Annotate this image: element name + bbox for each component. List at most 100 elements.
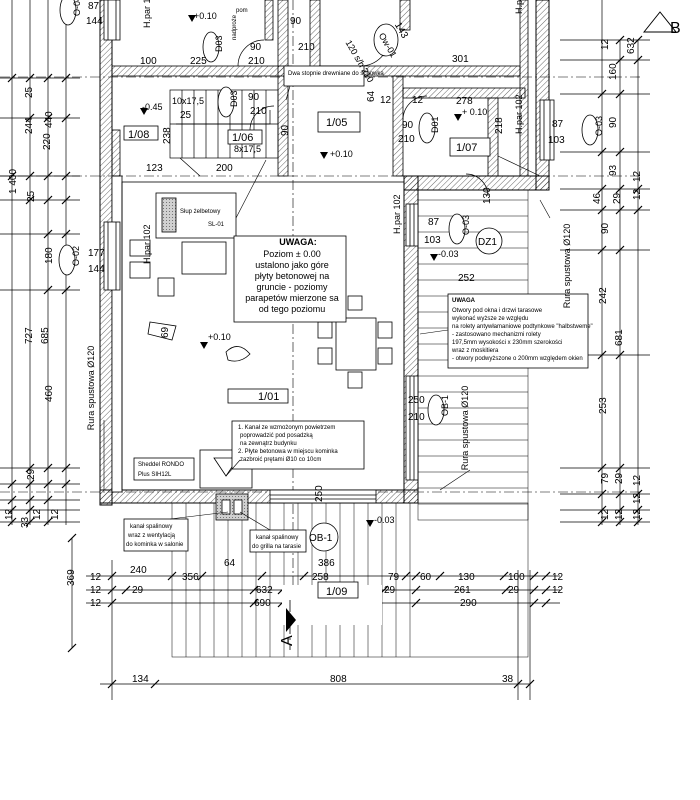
dim-130-b: 130: [458, 572, 475, 583]
note-chimney-line-1: 1. Kanał ze wzmożonym powietrzem: [238, 425, 335, 431]
dim-left-12-a: 12: [4, 508, 15, 520]
dim-87-c: 87: [428, 217, 440, 228]
opening-o03-terrace: O-03: [461, 215, 471, 235]
dim-left-12-c: 12: [50, 508, 61, 520]
opening-d03-lower: D03: [229, 90, 239, 107]
dim-808: 808: [330, 674, 347, 685]
dim-250-b: 250: [314, 485, 325, 502]
note-chimney-line-4: 2. Płyte betonowa w miejscu kominka: [238, 449, 338, 455]
room-label-1-05: 1/05: [326, 117, 347, 129]
dim-100: 100: [140, 56, 157, 67]
level-markers: [140, 15, 462, 527]
note-flue-1-line-2: wraz z wentylacją: [127, 533, 176, 539]
level-stair: -0.45: [142, 102, 163, 112]
level-terrace-bottom: -0.03: [374, 515, 395, 525]
opening-ob1-right: OB-1: [440, 395, 450, 416]
dim-12-c: 12: [90, 572, 102, 583]
note-flue-2-line-1: kanał spalinowy: [256, 535, 298, 541]
note-column-2: SL-01: [208, 222, 225, 228]
opening-d01: D01: [430, 116, 440, 133]
dim-301: 301: [452, 54, 469, 65]
dim-left-727: 727: [24, 327, 35, 344]
dim-177: 177: [88, 248, 105, 259]
dim-8x17: 8x17,5: [234, 144, 261, 154]
pipe-right-top: Rura spustowa Ø120: [562, 224, 572, 309]
note-column-1: Słup żelbetowy: [180, 209, 220, 215]
note-flue-1-line-3: do kominka w salonie: [126, 542, 184, 548]
dim-29-b: 29: [384, 585, 396, 596]
dim-38: 38: [502, 674, 514, 685]
dim-left-25-c: 25: [26, 190, 37, 202]
right-dimension-lines: [560, 0, 650, 525]
windows: [103, 0, 555, 504]
note-boxes: [123, 65, 589, 599]
dim-250-a: 250: [408, 395, 425, 406]
room-label-1-01: 1/01: [258, 391, 279, 403]
dim-left-244: 244: [24, 117, 35, 134]
furniture: [129, 239, 393, 389]
dim-right-12-f: 12: [632, 170, 643, 182]
dim-90-b: 90: [290, 16, 302, 27]
opening-ob1-bottom: OB-1: [309, 533, 333, 544]
dim-left-460: 460: [44, 385, 55, 402]
dim-12-d: 12: [552, 572, 564, 583]
level-living: +0.10: [208, 332, 231, 342]
dim-10x17: 10x17,5: [172, 96, 204, 106]
dim-87-top: 87: [88, 1, 100, 12]
dim-right-93: 93: [608, 164, 619, 176]
dim-left-1400: 1 400: [8, 169, 19, 194]
column-hatch: [161, 197, 177, 233]
note-uwaga-line-1: Poziom ± 0.00: [263, 249, 320, 259]
dim-210-b: 210: [298, 42, 315, 53]
pipe-right-bottom: Rura spustowa Ø120: [460, 386, 470, 471]
dim-79: 79: [388, 572, 400, 583]
dim-632-b: 632: [256, 585, 273, 596]
dim-144-b: 144: [88, 264, 105, 275]
height-par-left: H.par 102: [142, 224, 152, 264]
opening-markers: [58, 0, 599, 552]
dim-12-a: 12: [380, 95, 392, 106]
note-chimney-line-3: na zewnątrz budynku: [240, 441, 297, 447]
dim-90-a: 90: [250, 42, 262, 53]
note-window-line-5: 197,5mm wysokości x 230mm szerokości: [452, 340, 562, 346]
dim-left-685: 685: [40, 327, 51, 344]
dim-right-79: 79: [600, 472, 611, 484]
note-window-line-6: wraz z moskitiera: [451, 348, 499, 354]
dim-278: 278: [456, 96, 473, 107]
dim-right-12-c: 12: [632, 508, 643, 520]
opening-o03-right: O-03: [594, 116, 604, 136]
room-label-1-09: 1/09: [326, 586, 347, 598]
dim-103-a: 103: [548, 135, 565, 146]
level-hall: +0.10: [330, 149, 353, 159]
note-uwaga-line-3: płyty betonowej na: [255, 271, 330, 281]
note-flue-1-line-1: kanał spalinowy: [130, 524, 172, 530]
dim-right-253: 253: [598, 397, 609, 414]
dim-left-440: 440: [44, 111, 55, 128]
section-arrow-b: [642, 11, 678, 33]
dim-90-c: 90: [248, 92, 260, 103]
dim-144-top: 144: [86, 16, 103, 27]
dim-210-e: 210: [408, 412, 425, 423]
height-par-mid: H.par 102: [392, 194, 402, 234]
dim-left-180: 180: [44, 247, 55, 264]
note-chimney-line-2: poprowadzić pod posadzką: [240, 433, 313, 439]
interior-walls: [111, 0, 529, 177]
dim-right-90-b: 90: [600, 222, 611, 234]
dim-right-12-a: 12: [600, 508, 611, 520]
dim-134: 134: [132, 674, 149, 685]
dim-210-c: 210: [250, 106, 267, 117]
opening-o02: O-02: [71, 246, 81, 266]
note-uwaga-line-6: od tego poziomu: [259, 304, 326, 314]
dim-240: 240: [130, 565, 147, 576]
dim-12-b: 12: [412, 95, 424, 106]
note-window-line-7: - otwory podwyższone o 200mm względem ok…: [452, 356, 583, 362]
note-stove-1: Sheddel RONDO: [138, 462, 184, 468]
section-arrow-a: [286, 608, 296, 632]
note-uwaga-title: UWAGA:: [279, 237, 317, 247]
dim-356: 356: [182, 572, 199, 583]
opening-o04: O-04: [72, 0, 82, 16]
level-top: +0.10: [194, 11, 217, 21]
level-room-07: + 0.10: [462, 107, 487, 117]
dim-369: 369: [66, 569, 77, 586]
note-window-line-3: na rolety antywłamaniowe podtynkowe "hal…: [452, 324, 593, 330]
